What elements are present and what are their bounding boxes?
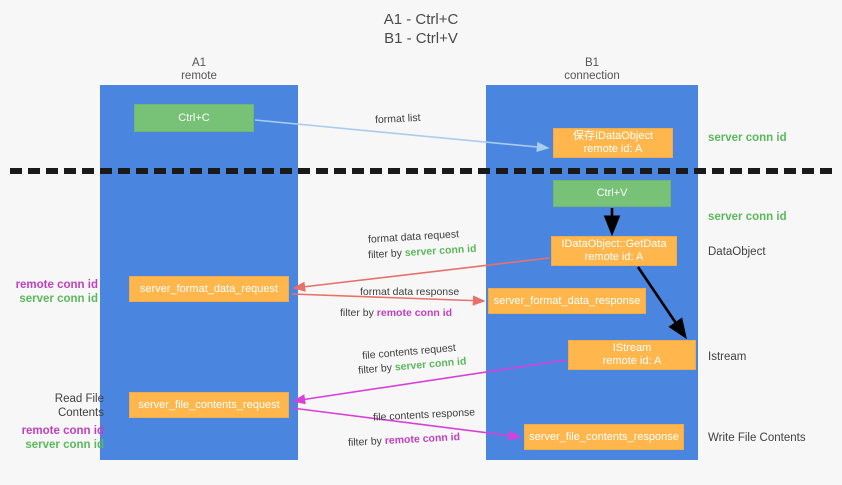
label-left-conn-ids-2: Read File Contents remote conn id server… (10, 392, 104, 452)
label-right-server-conn-id-2: server conn id (708, 211, 787, 223)
label-right-server-conn-id-1: server conn id (708, 132, 787, 144)
box-ctrl-c-label: Ctrl+C (178, 111, 210, 124)
box-ctrl-v[interactable]: Ctrl+V (553, 180, 671, 207)
column-header-b1-role: connection (564, 70, 620, 82)
box-ctrl-c[interactable]: Ctrl+C (134, 104, 254, 132)
label-dataobject: DataObject (708, 246, 766, 258)
box-idataobject-getdata-line1: IDataObject::GetData (561, 238, 667, 250)
label-left-server-conn-id-2: server conn id (25, 439, 104, 451)
box-istream[interactable]: IStream remote id: A (568, 340, 696, 370)
box-server-file-contents-request-label: server_file_contents_request (138, 398, 280, 411)
label-left-server-conn-id-1: server conn id (19, 293, 98, 305)
label-format-data-response-filter: filter by remote conn id (340, 306, 452, 320)
column-header-a1: A1 remote (100, 57, 298, 83)
title-line-2: B1 - Ctrl+V (384, 30, 458, 47)
filter-value-remote-conn-id: remote conn id (376, 307, 453, 319)
filter-prefix: filter by (357, 361, 396, 377)
label-read-file-contents: Read File Contents (54, 393, 104, 419)
box-istream-line1: IStream (612, 342, 652, 354)
column-header-b1-name: B1 (584, 57, 600, 69)
box-ctrl-v-label: Ctrl+V (596, 187, 628, 199)
box-server-file-contents-response[interactable]: server_file_contents_response (524, 424, 684, 450)
filter-prefix: filter by (367, 247, 406, 262)
box-idataobject-getdata[interactable]: IDataObject::GetData remote id: A (551, 236, 677, 266)
column-header-a1-name: A1 (191, 57, 207, 69)
box-server-format-data-request[interactable]: server_format_data_request (129, 276, 289, 302)
filter-prefix: filter by (347, 435, 386, 449)
box-server-format-data-response[interactable]: server_format_data_response (488, 288, 646, 314)
box-server-file-contents-request[interactable]: server_file_contents_request (129, 392, 289, 418)
phase-divider (10, 168, 832, 174)
label-format-list: format list (374, 111, 421, 127)
box-server-format-data-request-label: server_format_data_request (139, 282, 279, 295)
diagram-title: A1 - Ctrl+C B1 - Ctrl+V (0, 10, 842, 48)
label-left-remote-conn-id-2: remote conn id (21, 425, 104, 437)
label-left-conn-ids-1: remote conn id server conn id (10, 278, 98, 306)
box-save-idataobject-line2: remote id: A (583, 143, 643, 155)
label-write-file-contents: Write File Contents (708, 432, 806, 444)
column-header-b1: B1 connection (486, 57, 698, 83)
label-left-remote-conn-id-1: remote conn id (15, 279, 98, 291)
filter-value-remote-conn-id: remote conn id (384, 431, 461, 447)
label-file-contents-response-filter: filter by remote conn id (348, 430, 461, 450)
title-line-1: A1 - Ctrl+C (383, 11, 459, 28)
box-save-idataobject[interactable]: 保存IDataObject remote id: A (553, 128, 673, 158)
box-server-file-contents-response-label: server_file_contents_response (529, 430, 679, 443)
box-idataobject-getdata-line2: remote id: A (584, 251, 644, 263)
box-save-idataobject-line1: 保存IDataObject (572, 130, 654, 142)
label-file-contents-response: file contents response (372, 406, 476, 424)
label-istream: Istream (708, 351, 747, 363)
box-server-format-data-response-label: server_format_data_response (493, 294, 641, 307)
box-istream-line2: remote id: A (602, 355, 662, 367)
filter-value-server-conn-id: server conn id (404, 242, 477, 260)
column-header-a1-role: remote (181, 70, 217, 82)
filter-prefix: filter by (340, 307, 377, 319)
label-format-data-response: format data response (360, 286, 460, 298)
